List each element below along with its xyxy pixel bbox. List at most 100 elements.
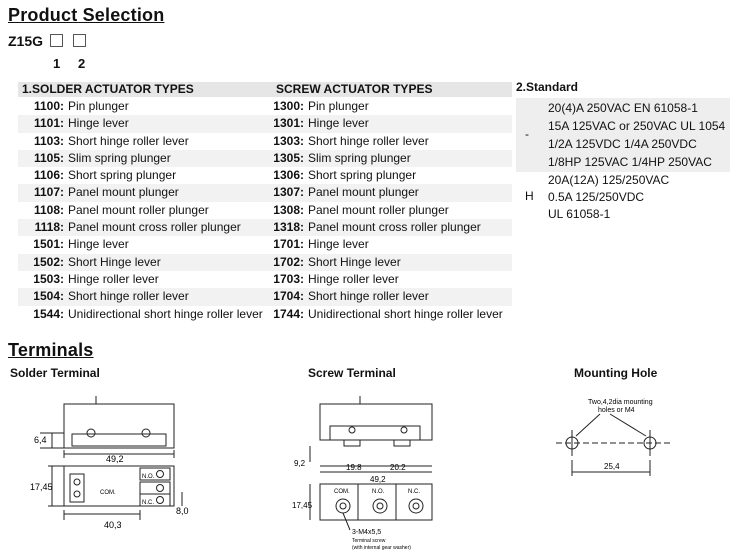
standard-code-2: H [525, 189, 534, 203]
screw-desc: Short Hinge lever [308, 254, 401, 269]
screw-desc: Short hinge roller lever [308, 133, 429, 148]
solder-code: 1105: [33, 150, 64, 165]
solder-terminal-title: Solder Terminal [10, 366, 100, 380]
screw-desc: Panel mount plunger [308, 185, 419, 200]
dim-19-8: 19.8 [346, 463, 362, 472]
screw-row: 1308:Panel mount roller plunger [272, 202, 512, 219]
mounting-hole-drawing: Two,4,2dia mounting holes or M4 25,4 [556, 399, 670, 476]
solder-code: 1106: [33, 168, 64, 183]
screw-switch-body [319, 403, 433, 441]
screw-code: 1307: [273, 185, 304, 200]
solder-desc: Slim spring plunger [68, 150, 171, 165]
solder-bottom-view [63, 465, 175, 507]
screw-code: 1303: [273, 133, 304, 148]
screw-code: 1300: [273, 99, 304, 113]
solder-row: 1105: Slim spring plunger [18, 149, 272, 168]
screw-note-washer: (with internal gear washer) [352, 545, 411, 551]
standard-row-1: - 20(4)A 250VAC EN 61058-1 15A 125VAC or… [516, 98, 730, 172]
dim-17-45-solder: 17,45 [30, 482, 53, 492]
screw-row: 1744:Unidirectional short hinge roller l… [272, 306, 512, 323]
screw-row: 1306:Short spring plunger [272, 167, 512, 184]
solder-desc: Short hinge roller lever [68, 289, 189, 304]
page-title: Product Selection [8, 5, 165, 25]
terminals-title: Terminals [8, 340, 94, 360]
solder-desc: Pin plunger [68, 99, 129, 113]
option-digit-1: 1 [53, 56, 61, 71]
screw-terminal-drawing: 9,2 19.8 20.2 49,2 17,45 COM. N.O. N.C. … [292, 396, 433, 551]
screw-code: 1704: [273, 289, 304, 304]
standard-line-1-3: 1/2A 125VDC 1/4A 250VDC [548, 137, 697, 151]
solder-code: 1108: [33, 202, 64, 217]
screw-terminal-title: Screw Terminal [308, 366, 396, 380]
screw-desc: Slim spring plunger [308, 150, 411, 165]
screw-code: 1701: [273, 237, 304, 252]
screw-row: 1303: Short hinge roller lever [272, 133, 512, 150]
solder-switch-body [63, 403, 175, 449]
label-com-solder: COM. [100, 490, 116, 496]
model-prefix: Z15G [8, 33, 44, 49]
screw-row: 1701:Hinge lever [272, 236, 512, 253]
screw-row: 1300:Pin plunger [272, 98, 512, 115]
solder-desc: Short hinge roller lever [68, 133, 189, 148]
mount-hole-right [141, 428, 151, 438]
solder-code: 1107: [33, 185, 64, 200]
screw-code: 1703: [273, 271, 304, 286]
solder-desc: Unidirectional short hinge roller lever [68, 306, 263, 321]
solder-header: 1.SOLDER ACTUATOR TYPES [18, 82, 272, 97]
dim-9-2: 9,2 [294, 459, 306, 468]
solder-desc: Panel mount cross roller plunger [68, 220, 241, 235]
solder-desc: Short Hinge lever [68, 254, 161, 269]
mounting-hole-title: Mounting Hole [574, 366, 658, 380]
solder-code: 1118: [34, 220, 64, 235]
solder-row: 1503:Hinge roller lever [18, 271, 272, 288]
screw-desc: Short spring plunger [308, 168, 417, 183]
screw-row: 1704: Short hinge roller lever [272, 288, 512, 306]
option-box-2 [72, 34, 86, 47]
model-code: Z15G [8, 33, 86, 49]
solder-row: 1107:Panel mount plunger [18, 184, 272, 202]
dim-8-0: 8,0 [176, 506, 189, 516]
solder-terminal-drawing: 6,4 49,2 17,45 40,3 8,0 N.O. COM. N.C. [30, 396, 189, 530]
solder-row: 1103: Short hinge roller lever [18, 133, 272, 150]
screw-row: 1305: Slim spring plunger [272, 149, 512, 168]
screw-desc: Short hinge roller lever [308, 289, 429, 304]
solder-desc: Hinge lever [68, 116, 129, 131]
solder-code: 1501: [33, 237, 64, 252]
label-com-screw: COM. [334, 489, 350, 495]
solder-row: 1501: Hinge lever [18, 236, 272, 253]
solder-row: 1502:Short Hinge lever [18, 253, 272, 271]
screw-desc: Unidirectional short hinge roller lever [308, 306, 503, 321]
screw-row: 1703:Hinge roller lever [272, 271, 512, 288]
solder-code: 1544: [33, 306, 64, 321]
screw-code: 1318: [273, 220, 304, 235]
screw-row: 1301:Hinge lever [272, 115, 512, 133]
screw-code: 1305: [273, 150, 304, 165]
screw-code: 1702: [273, 254, 304, 269]
solder-row: 1118: Panel mount cross roller plunger [18, 219, 272, 237]
dim-49-2-solder: 49,2 [106, 454, 124, 464]
solder-row: 1101: Hinge lever [18, 115, 272, 133]
standard-line-1-4: 1/8HP 125VAC 1/4HP 250VAC [548, 155, 712, 169]
standard-line-2-2: 0.5A 125/250VDC [548, 190, 645, 204]
screw-bottom-view [319, 483, 433, 521]
mounting-note-1: Two,4,2dia mounting [588, 399, 653, 406]
solder-row: 1106: Short spring plunger [18, 167, 272, 184]
solder-desc: Short spring plunger [68, 168, 177, 183]
label-nc-solder: N.C. [142, 500, 154, 506]
solder-switch-base [71, 433, 167, 447]
option-box-1 [49, 34, 63, 47]
screw-note-type: Terminal screw [352, 538, 386, 544]
solder-row: 1108:Panel mount roller plunger [18, 202, 272, 219]
solder-desc: Hinge lever [68, 237, 129, 252]
screw-row: 1702: Short Hinge lever [272, 253, 512, 271]
dim-17-45-screw: 17,45 [292, 501, 313, 510]
standard-row-2: H 20A(12A) 125/250VAC 0.5A 125/250VDC UL… [516, 172, 730, 224]
solder-code: 1103: [33, 133, 64, 148]
solder-code: 1101: [33, 116, 64, 131]
screw-header: SCREW ACTUATOR TYPES [272, 82, 512, 97]
label-nc-screw: N.C. [408, 489, 420, 495]
dim-6-4: 6,4 [34, 435, 47, 445]
screw-note-size: 3-M4x5,5 [352, 529, 381, 536]
